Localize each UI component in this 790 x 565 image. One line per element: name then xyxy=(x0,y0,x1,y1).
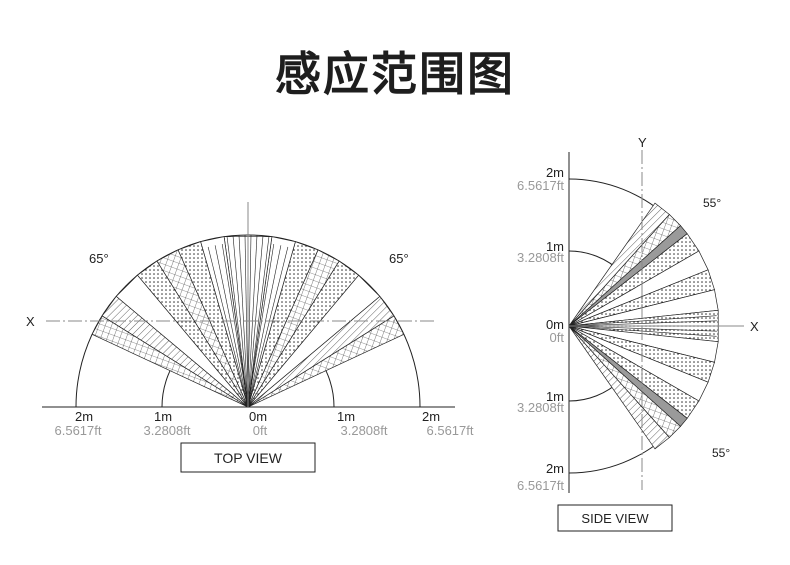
tick-m-label: 0m xyxy=(249,409,267,424)
tick-m-label: 2m xyxy=(546,165,564,180)
detection-ray xyxy=(247,236,270,408)
detection-ray xyxy=(214,245,249,408)
side-view: Y X 55° 55° 2m 6.5617ft 1m 3.2808ft 0m 0… xyxy=(517,135,759,532)
detection-zone xyxy=(91,315,249,408)
tick-ft-label: 6.5617ft xyxy=(427,423,474,438)
tick-ft-label: 3.2808ft xyxy=(341,423,388,438)
tick-m-label: 1m xyxy=(546,239,564,254)
detection-ray xyxy=(568,315,717,327)
top-view-angle-left: 65° xyxy=(89,251,109,266)
tick-m-label: 2m xyxy=(75,409,93,424)
tick-m-label: 0m xyxy=(546,317,564,332)
tick-ft-label: 6.5617ft xyxy=(55,423,102,438)
detection-ray xyxy=(247,243,275,408)
top-view-button[interactable]: TOP VIEW xyxy=(180,442,316,473)
top-view-angle-right: 65° xyxy=(389,251,409,266)
detection-ray xyxy=(238,235,249,408)
side-view-detection-fan xyxy=(568,202,719,450)
tick-m-label: 2m xyxy=(546,461,564,476)
detection-ray xyxy=(221,243,249,408)
tick-m-label: 1m xyxy=(154,409,172,424)
detection-ray xyxy=(226,236,249,408)
top-view-x-label: X xyxy=(26,314,35,329)
tick-ft-label: 6.5617ft xyxy=(517,478,564,493)
top-view-detection-fan xyxy=(91,234,405,408)
tick-ft-label: 3.2808ft xyxy=(517,400,564,415)
detection-ray xyxy=(568,320,717,327)
detection-ray xyxy=(247,246,289,408)
tick-ft-label: 6.5617ft xyxy=(517,178,564,193)
tick-ft-label: 0ft xyxy=(253,423,268,438)
top-view: X 65° 65° 2m 6.5617ft 1m 3.2808ft 0m 0ft… xyxy=(26,202,474,473)
top-view-tick-labels: 2m 6.5617ft 1m 3.2808ft 0m 0ft 1m 3.2808… xyxy=(55,409,474,438)
tick-m-label: 1m xyxy=(546,389,564,404)
detection-ray xyxy=(207,246,249,408)
page-title: 感应范围图 xyxy=(275,47,515,101)
detection-zone xyxy=(568,325,670,450)
side-view-x-label: X xyxy=(750,319,759,334)
side-view-tick-labels: 2m 6.5617ft 1m 3.2808ft 0m 0ft 1m 3.2808… xyxy=(517,165,564,493)
side-view-y-label: Y xyxy=(638,135,647,150)
tick-ft-label: 3.2808ft xyxy=(517,250,564,265)
tick-m-label: 1m xyxy=(337,409,355,424)
top-view-button-label: TOP VIEW xyxy=(214,450,283,466)
tick-m-label: 2m xyxy=(422,409,440,424)
detection-ray xyxy=(568,325,717,332)
side-view-angle-bottom: 55° xyxy=(712,446,730,460)
detection-ray xyxy=(247,245,282,408)
tick-ft-label: 3.2808ft xyxy=(144,423,191,438)
detection-ray xyxy=(568,325,717,337)
side-view-button-label: SIDE VIEW xyxy=(581,511,649,526)
tick-ft-label: 0ft xyxy=(550,330,565,345)
side-view-button[interactable]: SIDE VIEW xyxy=(557,504,673,532)
side-view-angle-top: 55° xyxy=(703,196,721,210)
